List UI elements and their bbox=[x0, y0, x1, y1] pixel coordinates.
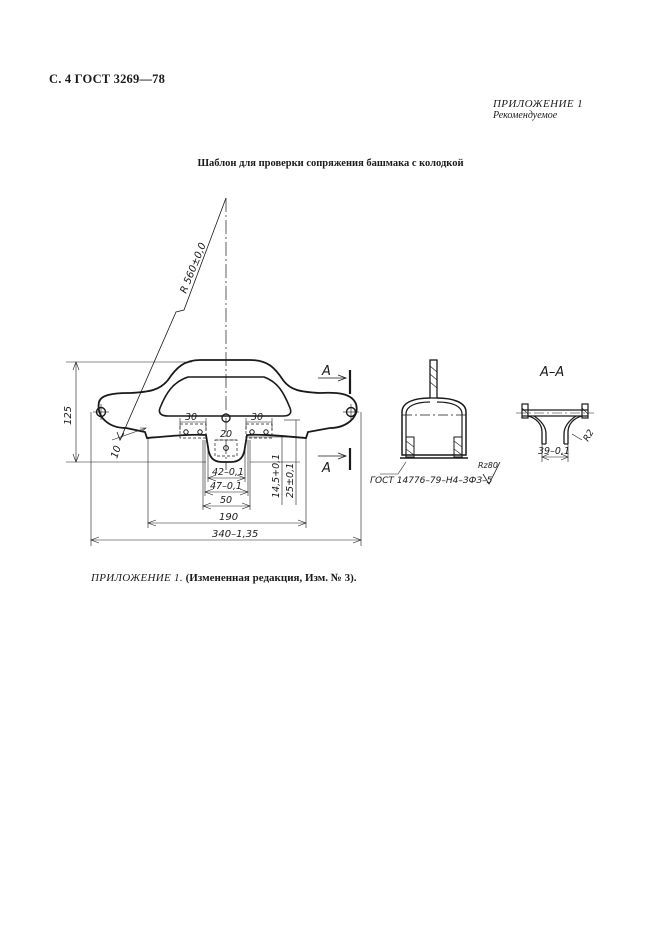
dim-section-r2: R2 bbox=[582, 428, 597, 444]
dim-47: 47–0,1 bbox=[210, 481, 242, 492]
dim-25: 25±0,1 bbox=[285, 463, 296, 498]
appendix-heading: ПРИЛОЖЕНИЕ 1 Рекомендуемое bbox=[492, 98, 583, 122]
appendix-subtitle: Рекомендуемое bbox=[492, 110, 558, 121]
dim-section-39: 39–0,1 bbox=[538, 446, 570, 457]
section-mark-bottom: А bbox=[321, 461, 331, 476]
dim-radius: R 560±0,0 bbox=[179, 241, 209, 295]
template-front-view bbox=[93, 198, 359, 470]
dim-42: 42–0,1 bbox=[212, 467, 244, 478]
note-reference: ПРИЛОЖЕНИЕ 1. bbox=[91, 572, 183, 584]
roughness-label: Rz80 bbox=[478, 461, 498, 470]
amendment-note: ПРИЛОЖЕНИЕ 1. (Измененная редакция, Изм.… bbox=[91, 572, 357, 584]
section-a-a-label: А–А bbox=[539, 365, 564, 380]
section-mark-top: А bbox=[321, 364, 331, 379]
figure-title: Шаблон для проверки сопряжения башмака с… bbox=[197, 158, 464, 169]
dim-14-5: 14,5+0,1 bbox=[271, 454, 282, 498]
dim-30-right: 30 bbox=[251, 412, 263, 423]
note-text: (Измененная редакция, Изм. № 3). bbox=[185, 572, 357, 584]
surface-standard-note: ГОСТ 14776–79–Н4–ЗФЗ–5 bbox=[370, 476, 493, 486]
dim-340: 340–1,35 bbox=[212, 529, 258, 540]
page-header: С. 4 ГОСТ 3269—78 bbox=[49, 72, 166, 86]
dim-10: 10 bbox=[109, 444, 123, 460]
section-a-a-view bbox=[516, 403, 594, 462]
profile-view bbox=[380, 359, 501, 485]
dim-125: 125 bbox=[63, 406, 74, 425]
dim-30-left: 30 bbox=[185, 412, 197, 423]
dim-190: 190 bbox=[219, 512, 238, 523]
dim-20: 20 bbox=[220, 429, 232, 440]
appendix-title: ПРИЛОЖЕНИЕ 1 bbox=[492, 98, 583, 110]
dim-50: 50 bbox=[220, 495, 232, 506]
